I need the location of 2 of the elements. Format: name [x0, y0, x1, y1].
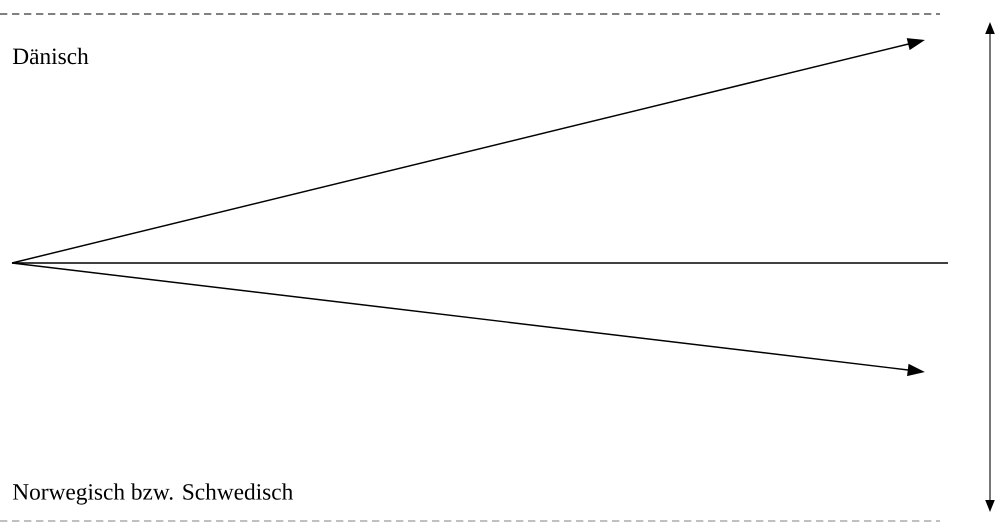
axis-label: Dänisch [12, 48, 88, 64]
axis-label: Norwegisch bzw. Schwedisch [12, 483, 293, 505]
